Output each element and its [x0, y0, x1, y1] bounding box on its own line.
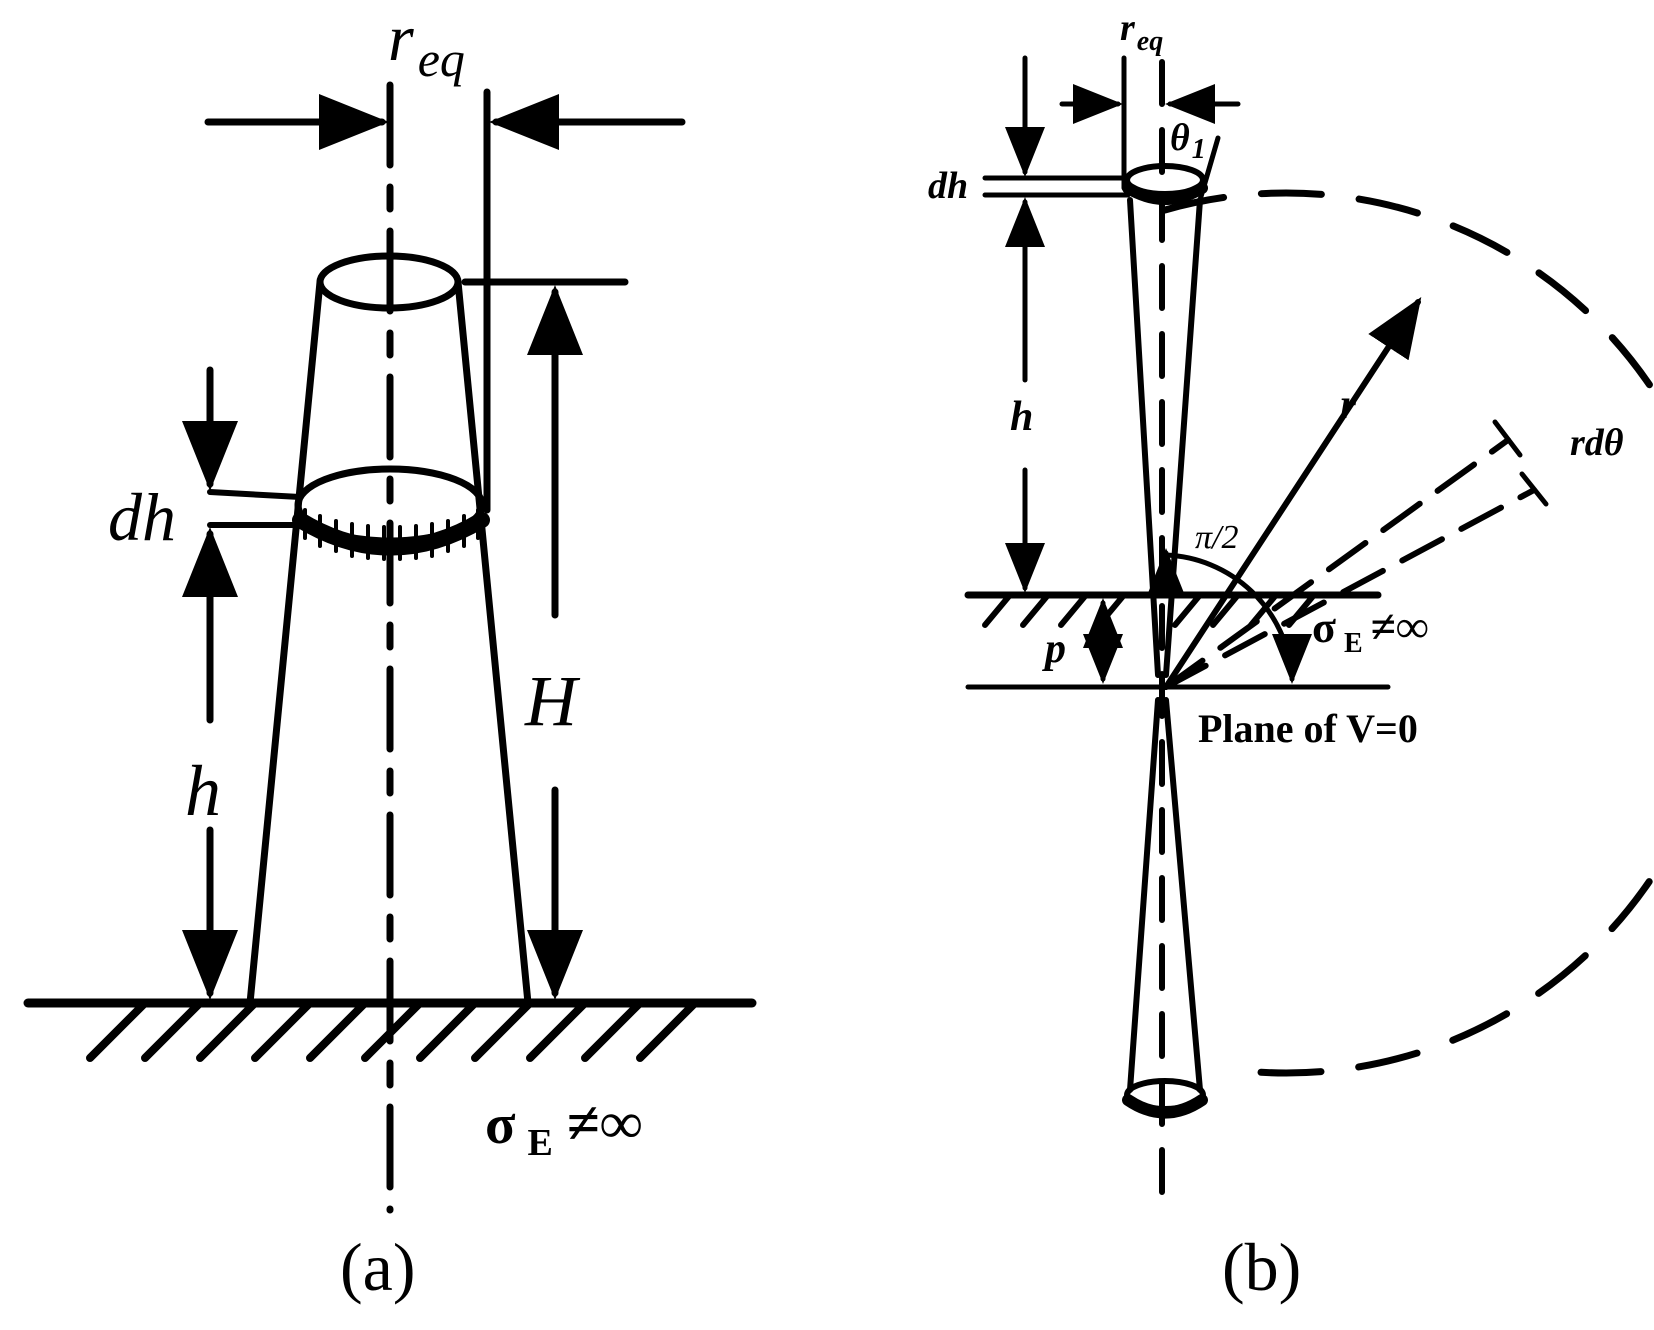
- ground-hatch-a: [86, 999, 699, 1062]
- label-radius-a: req: [388, 2, 465, 87]
- label-radius-b: req: [1120, 7, 1163, 57]
- top-ring-front-b: [1122, 182, 1208, 205]
- dh-leader-top-a: [207, 489, 303, 500]
- label-plane-b: Plane of V=0: [1198, 706, 1418, 751]
- label-p-b: p: [1042, 626, 1066, 672]
- rod-up-left-b: [1127, 197, 1161, 678]
- figure-b: [964, 55, 1654, 1213]
- ground-hatch-b: [982, 592, 1317, 628]
- label-dh-a: dh: [108, 479, 176, 555]
- bottom-ring-front-b: [1122, 1094, 1208, 1119]
- rod-left-edge-a: [246, 278, 324, 1007]
- rod-down-left-b: [1127, 697, 1161, 1093]
- rod-top-ellipse-a: [316, 252, 462, 312]
- rod-down-right-b: [1163, 697, 1203, 1093]
- dashed-arc-b: [1161, 189, 1654, 1077]
- ray-lower-dashed-b: [1163, 487, 1537, 690]
- theta-leader-b: [1197, 135, 1221, 203]
- label-pi-half-b: π/2: [1195, 519, 1238, 556]
- radius-r-arrow-b: [1163, 296, 1422, 690]
- rdtheta-tick-upper-b: [1492, 419, 1523, 458]
- caption-a: (a): [340, 1229, 415, 1305]
- label-theta-b: θ1: [1170, 117, 1206, 165]
- label-h-a: h: [185, 751, 221, 831]
- ray-upper-dashed-b: [1163, 437, 1511, 690]
- figure-a: [23, 81, 757, 1214]
- label-h-b: h: [1010, 394, 1033, 440]
- current-ring-ticks-a: [303, 508, 480, 561]
- label-rdtheta-b: rdθ: [1570, 422, 1624, 464]
- rod-right-edge-a: [454, 278, 532, 1007]
- label-r-b: r: [1340, 382, 1357, 428]
- rdtheta-tick-lower-b: [1519, 471, 1549, 507]
- label-H-a: H: [524, 661, 581, 741]
- label-dh-b: dh: [928, 165, 968, 207]
- current-ring-front-a: [292, 512, 490, 556]
- caption-b: (b): [1222, 1229, 1301, 1305]
